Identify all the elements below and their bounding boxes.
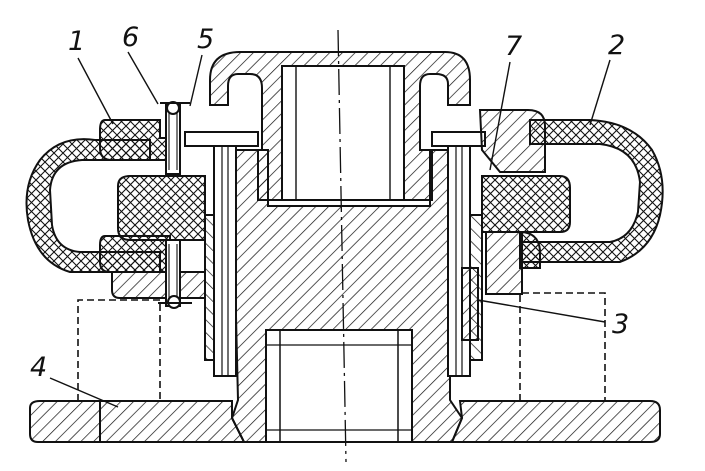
label-1: 1 xyxy=(68,26,85,57)
elastic-insert-right xyxy=(481,175,571,233)
guide-column-left xyxy=(204,145,237,377)
label-2: 2 xyxy=(608,30,625,61)
clamp-flange-left xyxy=(111,271,206,299)
guide-column-right xyxy=(447,145,483,377)
elastic-insert-left xyxy=(117,175,206,241)
washer-3 xyxy=(461,267,479,341)
clamp-flange-right xyxy=(485,231,523,295)
label-6: 6 xyxy=(122,22,139,53)
label-7: 7 xyxy=(505,31,522,62)
leader-lines xyxy=(49,51,611,408)
bolt-left-upper xyxy=(160,101,190,175)
support-block-left xyxy=(77,299,161,401)
bolt-left-lower xyxy=(158,239,192,309)
base-plate-left xyxy=(29,400,246,443)
support-block-right xyxy=(519,292,606,401)
clamp-ring-left xyxy=(99,119,181,161)
label-4: 4 xyxy=(30,352,47,383)
label-5: 5 xyxy=(197,24,214,55)
label-3: 3 xyxy=(612,309,629,340)
sleeve-bore xyxy=(265,329,413,443)
top-bore xyxy=(281,65,405,201)
base-plate-right xyxy=(450,400,661,443)
center-axis xyxy=(337,29,347,463)
clamp-ring-right xyxy=(478,109,546,173)
